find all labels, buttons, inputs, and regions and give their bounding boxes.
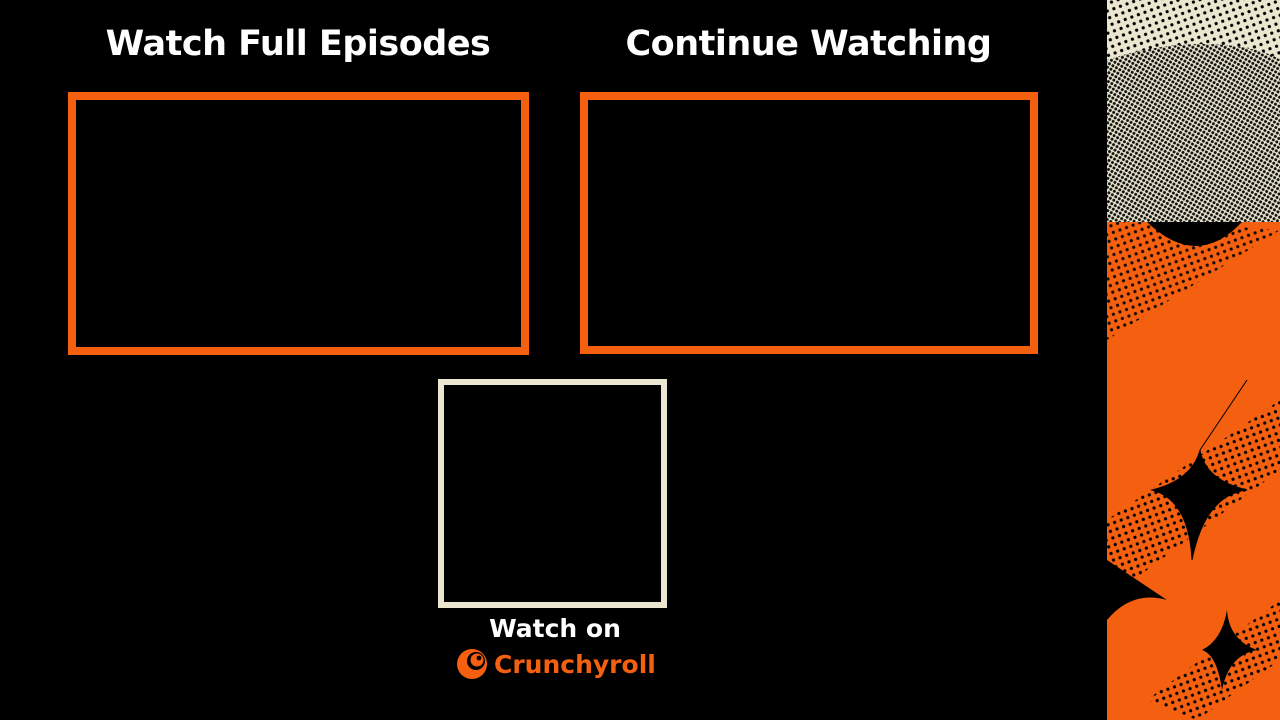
watch-on-label: Watch on	[489, 614, 621, 643]
crunchyroll-logo: Crunchyroll	[456, 648, 656, 680]
channel-subscribe-slot[interactable]	[438, 379, 667, 608]
crunchyroll-icon	[457, 649, 487, 679]
decorative-artwork	[1107, 0, 1280, 720]
continue-watching-title: Continue Watching	[625, 24, 992, 64]
video-slot-continue-watching[interactable]	[580, 92, 1038, 354]
brand-name: Crunchyroll	[494, 649, 656, 679]
watch-full-episodes-title: Watch Full Episodes	[105, 24, 491, 64]
sparkle-icon	[1150, 379, 1248, 561]
video-slot-full-episodes[interactable]	[68, 92, 529, 355]
sparkle-icon-small	[1202, 610, 1257, 690]
